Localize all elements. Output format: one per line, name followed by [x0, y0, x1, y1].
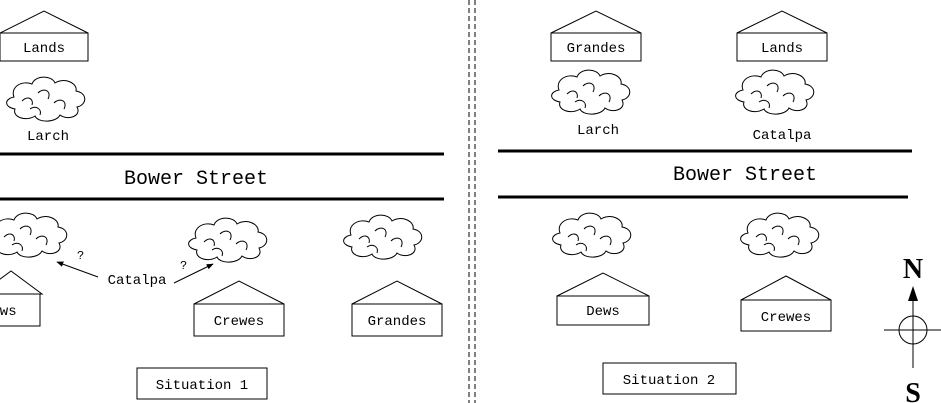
question-mark-west: ?	[77, 249, 84, 263]
north-arrow-icon	[908, 286, 918, 301]
catalpa-label: Catalpa	[108, 273, 167, 289]
house-label: Lands	[761, 41, 803, 57]
situation-2-panel: Grandes Lands Larch Catalpa Bower Street	[498, 10, 912, 395]
tree-catalpa-s2: Catalpa	[735, 69, 815, 144]
situation-label: Situation 2	[623, 373, 715, 389]
tree-south-east-s1	[343, 214, 423, 260]
house-label: Grandes	[368, 314, 427, 330]
tree-larch-s2: Larch	[551, 69, 631, 139]
arrow-to-west-tree	[56, 261, 99, 278]
question-mark-middle: ?	[180, 259, 187, 273]
house-label: Crewes	[214, 314, 264, 330]
house-crewes-s1: Crewes	[193, 280, 285, 337]
house-lands-s1: Lands	[0, 10, 89, 62]
tree-label: Catalpa	[753, 128, 812, 144]
tree-larch-s1: Larch	[6, 76, 86, 145]
situation-label: Situation 1	[156, 378, 248, 394]
situation-1-panel: Lands Larch Bower Street Catalpa ? ?	[0, 10, 444, 400]
street-name: Bower Street	[124, 168, 268, 191]
compass-rose: N S	[884, 254, 941, 403]
situation-1-label-box: Situation 1	[136, 367, 268, 400]
tree-label: Larch	[577, 123, 619, 139]
house-label: Grandes	[567, 41, 626, 57]
house-label: ews	[0, 304, 17, 320]
street-name: Bower Street	[673, 164, 817, 187]
compass-circle	[898, 315, 928, 345]
tree-south-middle-s1	[188, 217, 268, 263]
house-crewes-s2: Crewes	[740, 275, 832, 332]
house-label: Dews	[586, 304, 620, 320]
tree-south-west-s1	[0, 212, 68, 258]
house-lands-s2: Lands	[736, 10, 828, 62]
south-label: S	[905, 378, 921, 403]
tree-south-left-s2	[552, 212, 632, 258]
north-label: N	[903, 254, 923, 285]
tree-south-right-s2	[740, 212, 820, 258]
tree-label: Larch	[27, 129, 69, 145]
house-grandes-s2: Grandes	[550, 10, 642, 62]
house-label: Lands	[23, 41, 65, 57]
situation-2-label-box: Situation 2	[602, 362, 737, 395]
house-grandes-s1: Grandes	[351, 280, 443, 337]
house-label: Crewes	[761, 310, 811, 326]
arrow-to-middle-tree	[173, 263, 214, 284]
house-dews-s1: ews	[0, 270, 44, 327]
house-dews-s2: Dews	[556, 272, 650, 326]
